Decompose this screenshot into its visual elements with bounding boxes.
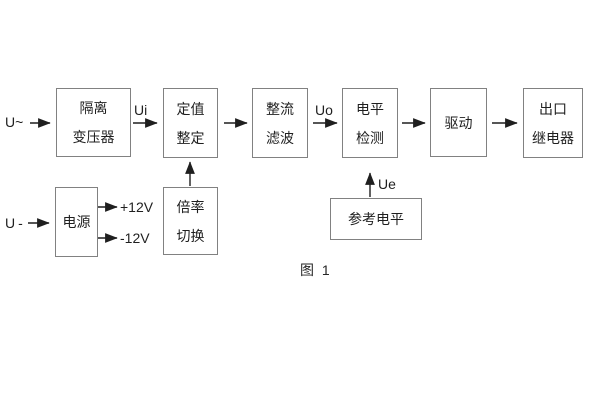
block-rectify-filter-line1: 整流 [266,100,294,117]
block-power-supply: 电源 [55,187,98,257]
block-rectify-filter: 整流 滤波 [252,88,308,158]
block-level-detect-line1: 电平 [356,100,384,117]
block-drive-line1: 驱动 [444,114,473,131]
signal-ui-label: Ui [134,102,148,118]
block-value-setting: 定值 整定 [163,88,218,158]
block-reference-level: 参考电平 [330,198,422,240]
block-value-setting-line2: 整定 [176,129,205,146]
block-level-detect: 电平 检测 [342,88,398,158]
input-dc-label: U- [5,215,26,231]
block-reference-level-line1: 参考电平 [348,211,404,227]
block-ratio-switch: 倍率 切换 [163,187,218,255]
block-value-setting-line1: 定值 [176,100,205,117]
rail-neg12v-label: -12V [120,230,150,246]
block-isolation-transformer-line1: 隔离 [79,100,108,116]
signal-uo-label: Uo [315,102,333,118]
block-ratio-switch-line2: 切换 [176,227,205,244]
figure-caption: 图 1 [300,262,332,278]
block-isolation-transformer: 隔离 变压器 [56,88,131,157]
block-rectify-filter-line2: 滤波 [266,129,294,146]
block-output-relay-line1: 出口 [539,100,567,117]
block-power-supply-line1: 电源 [62,214,91,230]
block-ratio-switch-line1: 倍率 [176,198,205,215]
block-drive: 驱动 [430,88,487,157]
block-level-detect-line2: 检测 [356,129,384,146]
signal-ue-label: Ue [378,176,396,192]
input-ac-label: U~ [5,114,24,130]
rail-pos12v-label: +12V [120,199,154,215]
block-output-relay-line2: 继电器 [532,129,574,146]
block-output-relay: 出口 继电器 [523,88,583,158]
block-isolation-transformer-line2: 变压器 [72,129,115,145]
